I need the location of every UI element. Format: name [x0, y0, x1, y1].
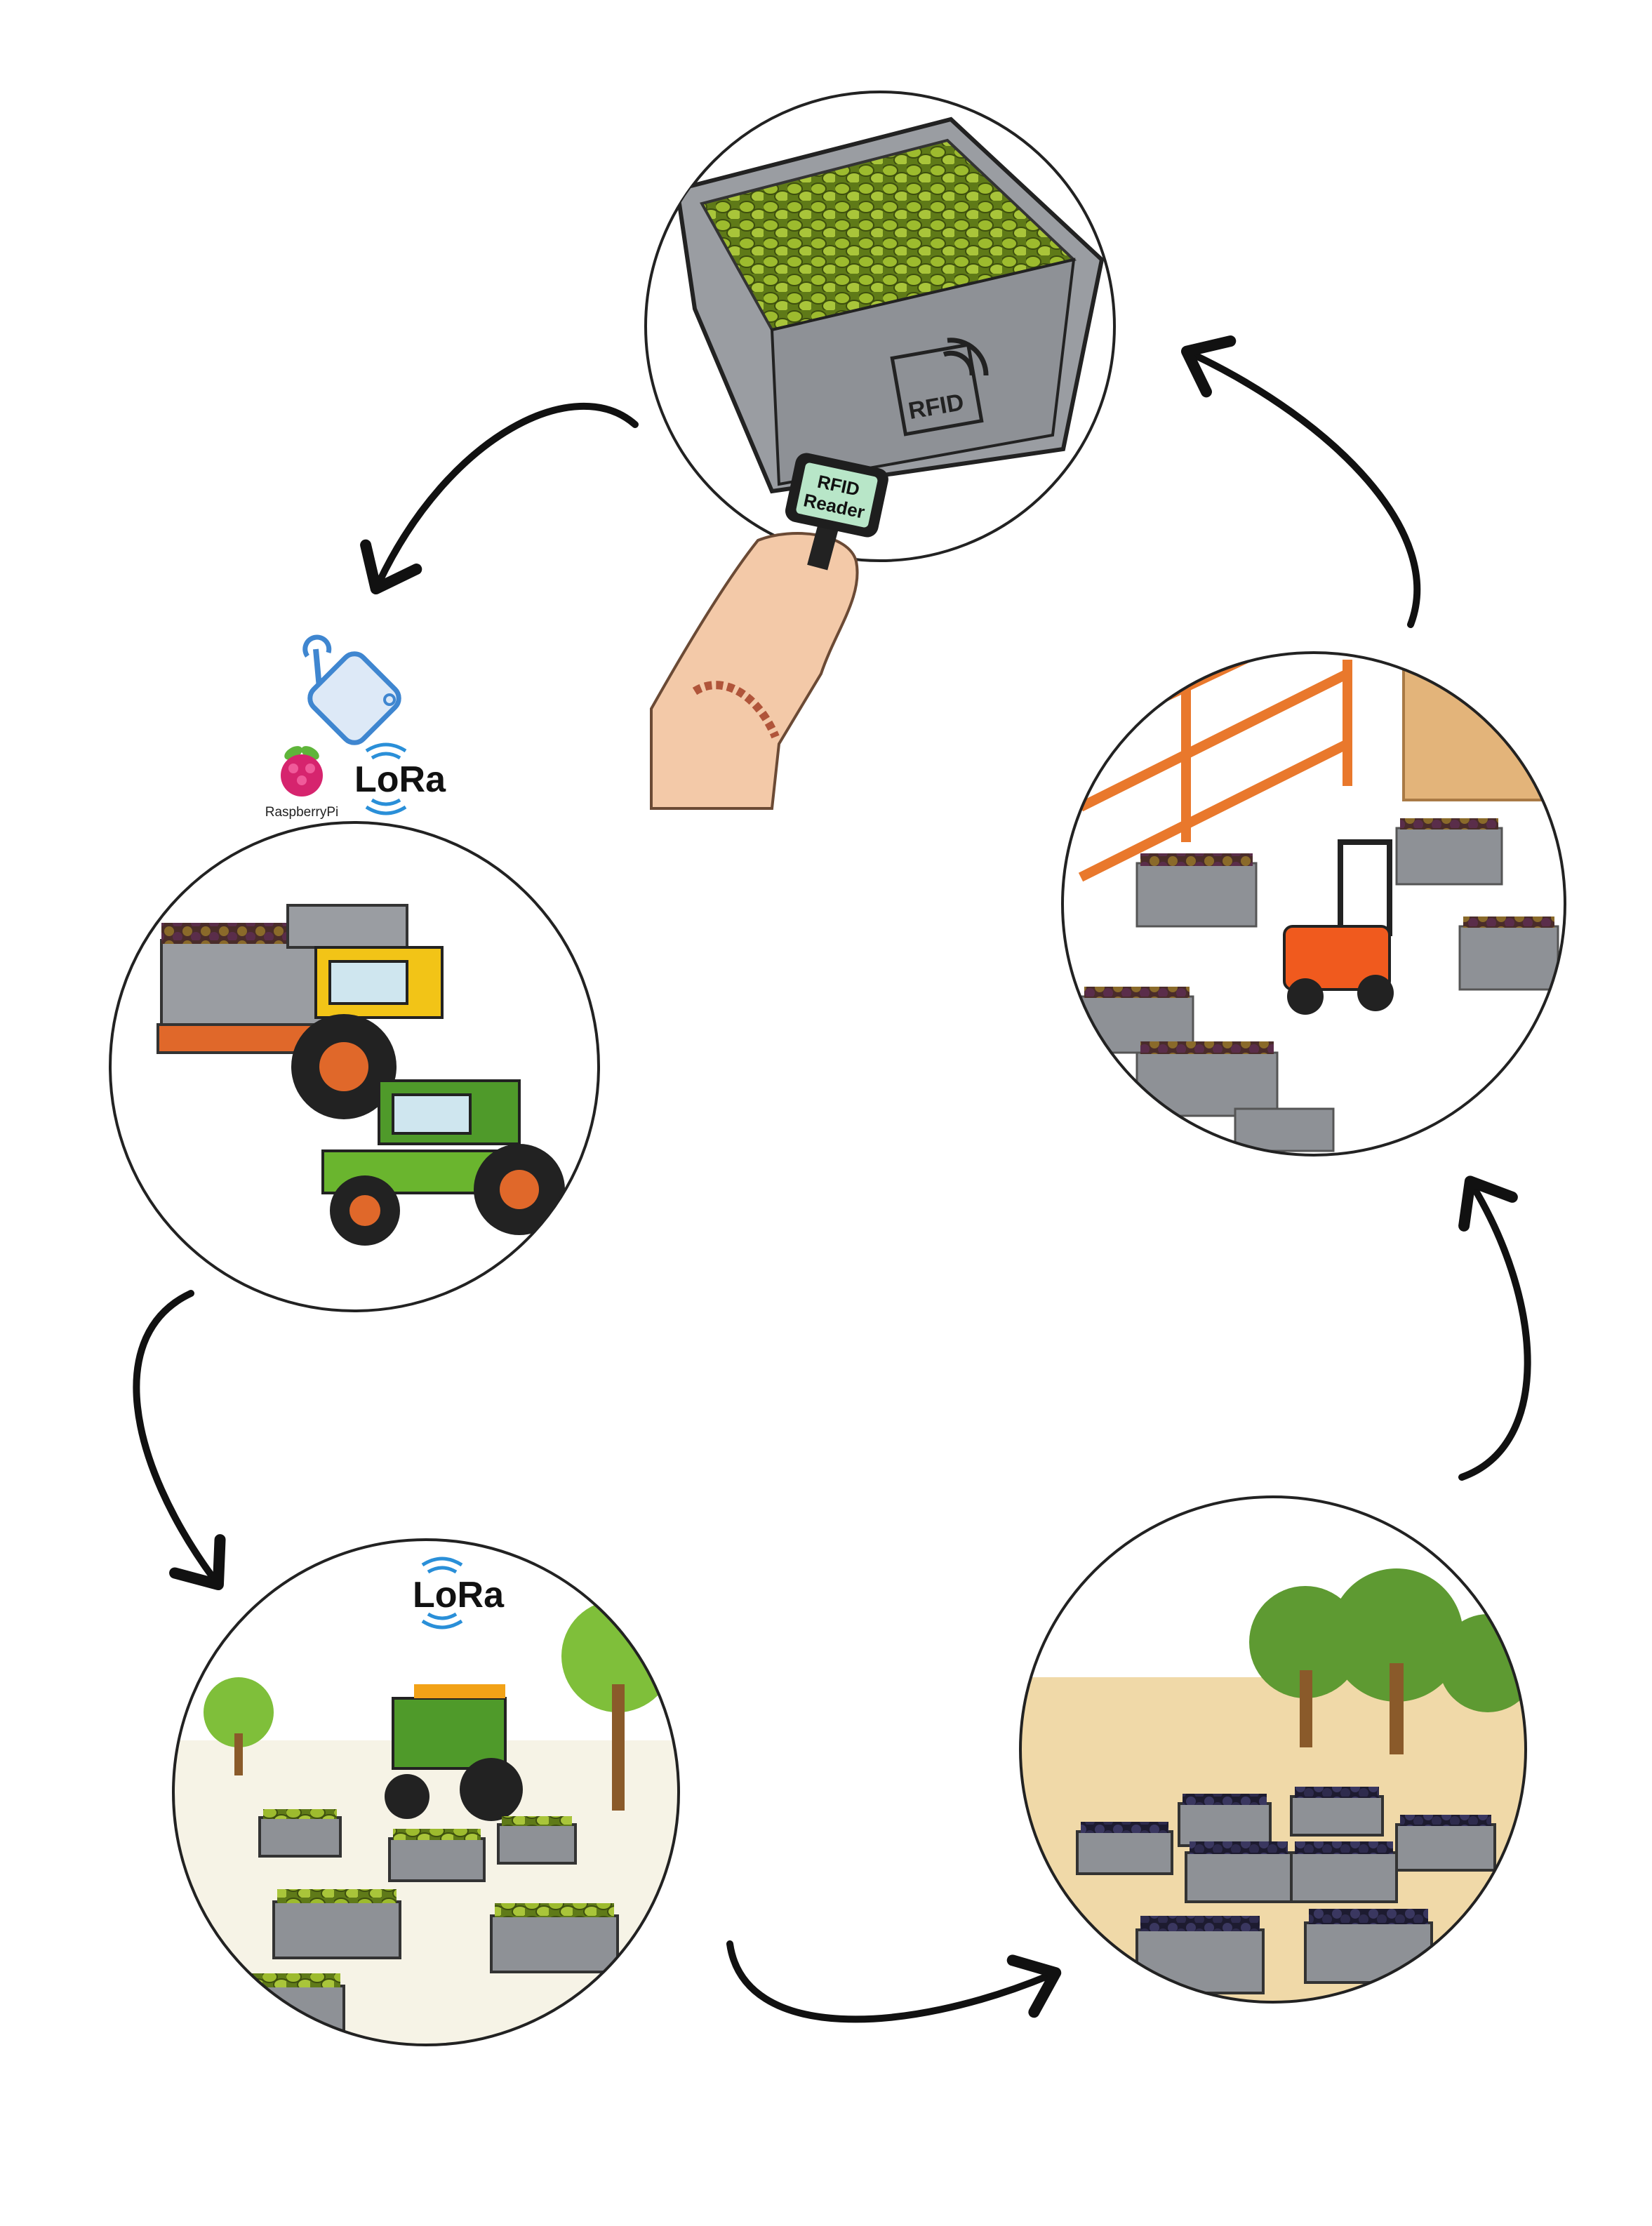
stage-rfid-crate: RFID RFID Reader — [644, 91, 1116, 810]
rfid-reader-device: RFID Reader — [785, 453, 888, 538]
lora-gateway-device-icon — [302, 634, 401, 745]
lora-badge: LoRa — [413, 1575, 505, 1615]
raspberry-pi-logo-icon — [281, 746, 323, 797]
arrow-orchard-to-warehouse — [1458, 1175, 1531, 1481]
arrow-tractor-to-field — [133, 1290, 226, 1591]
hand-holding-rfid-reader: RFID Reader — [650, 453, 888, 810]
lora-signal-icon — [365, 742, 407, 815]
forklift — [1283, 839, 1394, 1015]
stage-warehouse-forklift — [1061, 651, 1566, 1157]
lora-label: LoRa — [354, 759, 446, 800]
stage-tractor-transport — [109, 821, 600, 1312]
stage-gateway: RaspberryPi LoRa — [265, 634, 446, 820]
stage-field-collection: LoRa — [172, 1538, 680, 2046]
arrow-field-to-orchard — [726, 1940, 1062, 2023]
arrow-rfid-to-gateway — [360, 402, 639, 595]
stage-orchard-crates — [1019, 1495, 1527, 2004]
flow-arrows — [133, 335, 1531, 2023]
raspberry-pi-label: RaspberryPi — [265, 805, 339, 820]
arrow-warehouse-to-rfid — [1180, 335, 1421, 628]
lora-signal-icon — [421, 1557, 463, 1629]
